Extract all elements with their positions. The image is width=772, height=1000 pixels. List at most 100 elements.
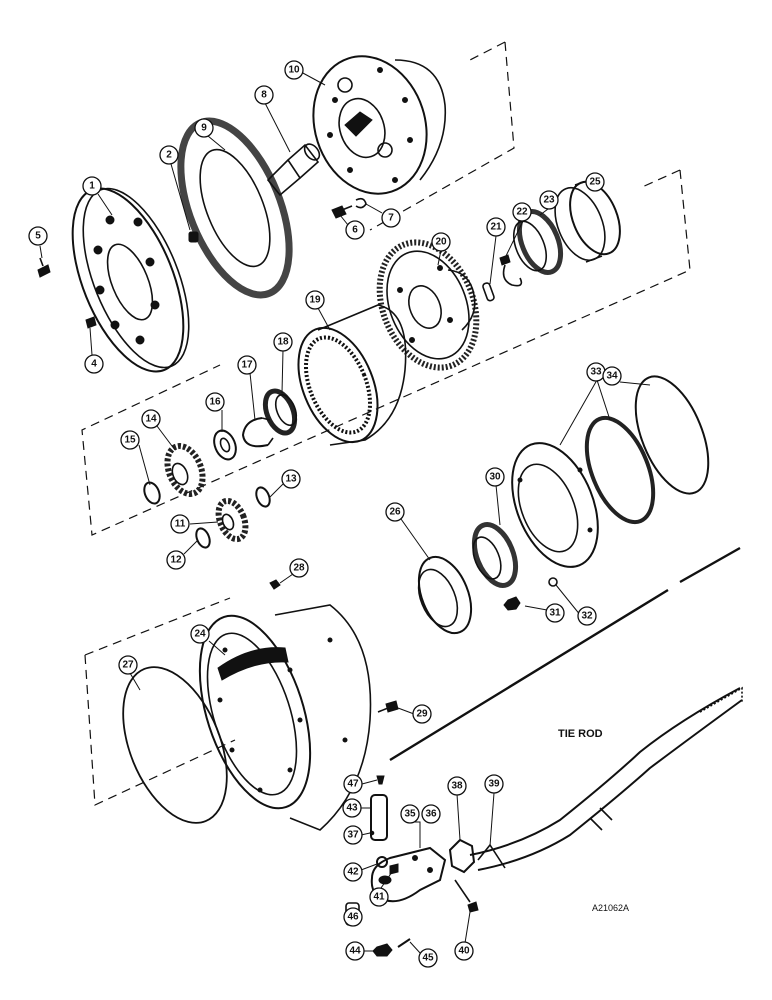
part-22-bolt — [499, 254, 523, 287]
svg-text:15: 15 — [124, 435, 136, 446]
callout-14: 14 — [141, 409, 161, 429]
callout-46: 46 — [343, 907, 363, 927]
svg-text:24: 24 — [194, 629, 206, 640]
svg-text:34: 34 — [606, 371, 618, 382]
svg-text:35: 35 — [404, 809, 416, 820]
part-19-ring-gear — [297, 304, 407, 446]
callout-26: 26 — [385, 502, 405, 522]
part-41-washer — [389, 863, 399, 875]
part-47-grease-fitting — [376, 775, 385, 785]
svg-text:4: 4 — [91, 359, 97, 370]
callout-30: 30 — [485, 467, 505, 487]
svg-text:9: 9 — [201, 123, 207, 134]
part-34-o-ring — [634, 375, 710, 495]
callout-27: 27 — [118, 655, 138, 675]
svg-text:11: 11 — [175, 519, 186, 530]
svg-text:2: 2 — [166, 150, 172, 161]
part-29-bolt — [377, 700, 399, 713]
callout-7: 7 — [381, 208, 401, 228]
callout-6: 6 — [345, 220, 365, 240]
svg-text:42: 42 — [347, 867, 359, 878]
part-4-set-screw — [85, 316, 97, 329]
svg-text:30: 30 — [489, 472, 501, 483]
svg-text:12: 12 — [170, 555, 182, 566]
tie-rod-label: TIE ROD — [558, 728, 603, 740]
callout-13: 13 — [281, 469, 301, 489]
svg-text:38: 38 — [451, 781, 463, 792]
part-28-fitting — [269, 579, 281, 590]
part-32-washer — [548, 577, 558, 587]
callout-36: 36 — [421, 804, 441, 824]
svg-text:41: 41 — [373, 892, 385, 903]
svg-text:19: 19 — [309, 295, 321, 306]
group-outline-top — [369, 41, 515, 231]
callout-16: 16 — [205, 392, 225, 412]
part-16-washer — [213, 429, 237, 461]
svg-text:22: 22 — [516, 207, 528, 218]
svg-text:13: 13 — [285, 474, 297, 485]
svg-text:29: 29 — [416, 709, 428, 720]
callout-43: 43 — [342, 798, 362, 818]
svg-text:26: 26 — [389, 507, 401, 518]
svg-text:16: 16 — [209, 397, 221, 408]
callout-35: 35 — [400, 804, 420, 824]
part-40-bolt — [454, 879, 479, 913]
svg-text:28: 28 — [293, 563, 305, 574]
svg-text:25: 25 — [589, 177, 601, 188]
svg-text:21: 21 — [490, 222, 502, 233]
svg-text:20: 20 — [435, 237, 447, 248]
callout-32: 32 — [577, 606, 597, 626]
callout-18: 18 — [273, 332, 293, 352]
part-45-cotter-pin — [397, 938, 411, 948]
part-6-bolt — [331, 205, 353, 219]
callout-22: 22 — [512, 202, 532, 222]
callout-39: 39 — [484, 774, 504, 794]
callout-11: 11 — [170, 514, 190, 534]
part-31-nut — [503, 596, 521, 611]
callout-31: 31 — [545, 603, 565, 623]
callout-9: 9 — [194, 118, 214, 138]
callout-25: 25 — [585, 172, 605, 192]
part-33-retainer — [511, 415, 656, 568]
callout-41: 41 — [369, 887, 389, 907]
svg-text:14: 14 — [145, 414, 157, 425]
callout-10: 10 — [284, 60, 304, 80]
callout-24: 24 — [190, 624, 210, 644]
part-42-nut — [376, 856, 388, 868]
part-39-tie-rod — [469, 686, 743, 871]
part-17-snap-ring — [241, 417, 274, 448]
callout-20: 20 — [431, 232, 451, 252]
svg-text:7: 7 — [388, 213, 394, 224]
callout-21: 21 — [486, 217, 506, 237]
callout-40: 40 — [454, 941, 474, 961]
svg-text:39: 39 — [488, 779, 500, 790]
part-12-washer — [195, 527, 211, 549]
part-18-bearing — [262, 388, 298, 436]
svg-text:37: 37 — [347, 830, 359, 841]
part-25-bearing-cup — [554, 179, 621, 263]
callout-5: 5 — [28, 226, 48, 246]
part-10-hub — [312, 55, 447, 195]
group-outline-middle — [81, 169, 691, 536]
svg-text:43: 43 — [346, 803, 358, 814]
group-outline-bottom — [84, 597, 236, 806]
part-13-washer — [255, 486, 271, 508]
callout-12: 12 — [166, 550, 186, 570]
part-7-clip — [355, 197, 367, 209]
callout-29: 29 — [412, 704, 432, 724]
callout-1: 1 — [82, 176, 102, 196]
svg-text:40: 40 — [458, 946, 470, 957]
part-20-gear — [376, 239, 480, 371]
callout-15: 15 — [120, 430, 140, 450]
figure-id-label: A21062A — [592, 903, 629, 913]
part-8-shaft-pin — [266, 143, 321, 197]
svg-text:31: 31 — [549, 608, 561, 619]
svg-text:27: 27 — [122, 660, 134, 671]
svg-text:45: 45 — [422, 953, 434, 964]
callout-4: 4 — [84, 354, 104, 374]
callout-17: 17 — [237, 355, 257, 375]
part-44-nut — [372, 943, 393, 957]
callout-44: 44 — [345, 941, 365, 961]
callout-37: 37 — [343, 825, 363, 845]
part-24-housing — [198, 604, 372, 831]
